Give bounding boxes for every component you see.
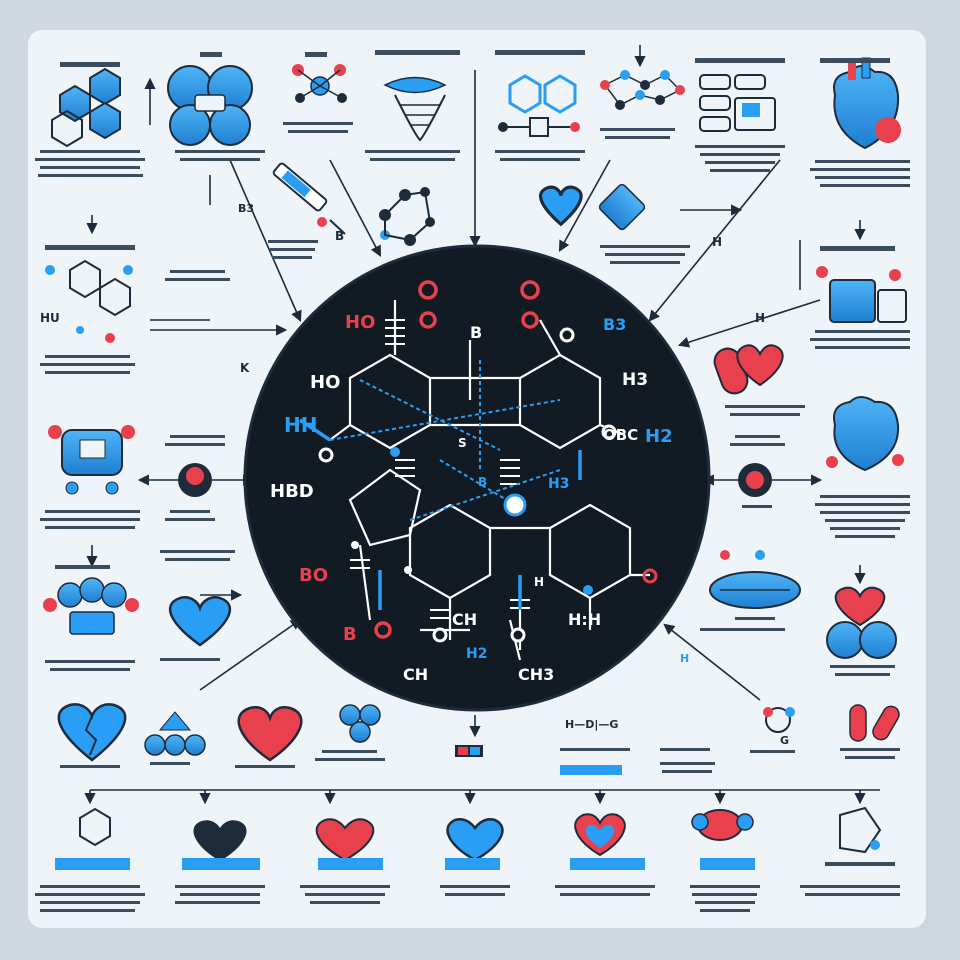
ring-molecule-icon xyxy=(379,187,435,246)
side-label-b: B xyxy=(335,229,344,243)
bottom-heart-dark xyxy=(193,820,247,862)
anatomical-heart-icon xyxy=(833,57,901,150)
heart-icon xyxy=(539,185,583,227)
side-label-h-top: H xyxy=(755,311,765,325)
broken-heart-icon-2 xyxy=(168,596,232,647)
molecule-cluster-icon xyxy=(167,65,253,146)
bottom-heart-pair xyxy=(574,813,626,857)
label-ch-left: CH xyxy=(403,665,428,684)
side-label-k: K xyxy=(240,361,250,375)
bottom-ring-icon xyxy=(839,806,882,854)
bottom-benzene-icon xyxy=(79,807,111,847)
hexagon-pair-icon xyxy=(498,74,580,137)
left-molecule-structure xyxy=(45,259,133,343)
atom-nodes xyxy=(318,280,658,643)
label-h2-low: H2 xyxy=(466,646,487,662)
robot-icon xyxy=(48,425,135,495)
label-hbd: HBD xyxy=(270,481,314,502)
dna-icon xyxy=(383,76,447,142)
label-h3-right: H3 xyxy=(622,370,648,390)
label-ch-low: CH xyxy=(452,610,477,629)
syringe-icon xyxy=(272,162,346,235)
label-obc: OBC xyxy=(603,426,638,444)
bottom-broken-heart xyxy=(315,818,375,862)
target-icon xyxy=(598,183,646,231)
label-ho-mid: HO xyxy=(310,372,340,393)
pill-pair-icon xyxy=(849,704,900,742)
label-hh-left: HH xyxy=(284,413,317,437)
document-stack-icon xyxy=(699,74,776,132)
small-bond-icon xyxy=(763,707,795,733)
bottom-organ-icon xyxy=(691,809,754,841)
side-label-hd-g: H—D|—G xyxy=(565,718,618,731)
heart-lungs-icon xyxy=(826,586,897,659)
side-label-b3: B3 xyxy=(238,202,254,215)
caption-lines xyxy=(35,50,910,912)
molecule-cluster-icon-2 xyxy=(43,577,139,635)
target-icon-right xyxy=(738,463,772,497)
broken-heart-icon xyxy=(57,703,127,762)
label-ho-top: HO xyxy=(345,312,375,333)
hexagon-molecule-icon xyxy=(51,67,121,148)
side-label-hn: H xyxy=(680,652,689,665)
side-label-h-right: H xyxy=(712,235,722,249)
lungs-icon-left xyxy=(144,711,206,756)
label-h-mid: H xyxy=(534,575,544,589)
label-hh-low: H:H xyxy=(568,610,601,629)
label-s-mid: S xyxy=(458,436,467,450)
label-h3-mid: H3 xyxy=(548,476,569,492)
label-h2-right: H2 xyxy=(645,426,673,447)
label-b3: B3 xyxy=(603,315,626,334)
label-b-low: B xyxy=(343,624,357,645)
label-bo: BO xyxy=(299,565,328,586)
bottom-heart-blue xyxy=(446,818,504,862)
label-badges xyxy=(55,745,755,870)
lungs-icon-right xyxy=(709,550,801,609)
medicine-bottle-icon xyxy=(816,266,907,323)
molecule-network-icon xyxy=(600,70,685,110)
connector-arrows xyxy=(84,45,880,805)
atom-trio-icon xyxy=(339,704,381,743)
central-molecule: HO B B3 HO H3 HH OBC H2 HBD H3 B H BO H:… xyxy=(243,244,711,712)
anatomical-heart-icon-2 xyxy=(826,396,904,472)
label-b-mid: B xyxy=(478,475,487,489)
linked-atoms-icon xyxy=(292,64,347,103)
label-b-top: B xyxy=(470,323,482,342)
heart-icon-red xyxy=(237,706,303,762)
side-label-hu: HU xyxy=(40,311,60,325)
target-icon-2 xyxy=(178,463,212,497)
label-ch3-right: CH3 xyxy=(518,665,554,684)
side-label-o-g: G xyxy=(780,734,789,747)
pill-capsule-icon xyxy=(713,344,784,395)
